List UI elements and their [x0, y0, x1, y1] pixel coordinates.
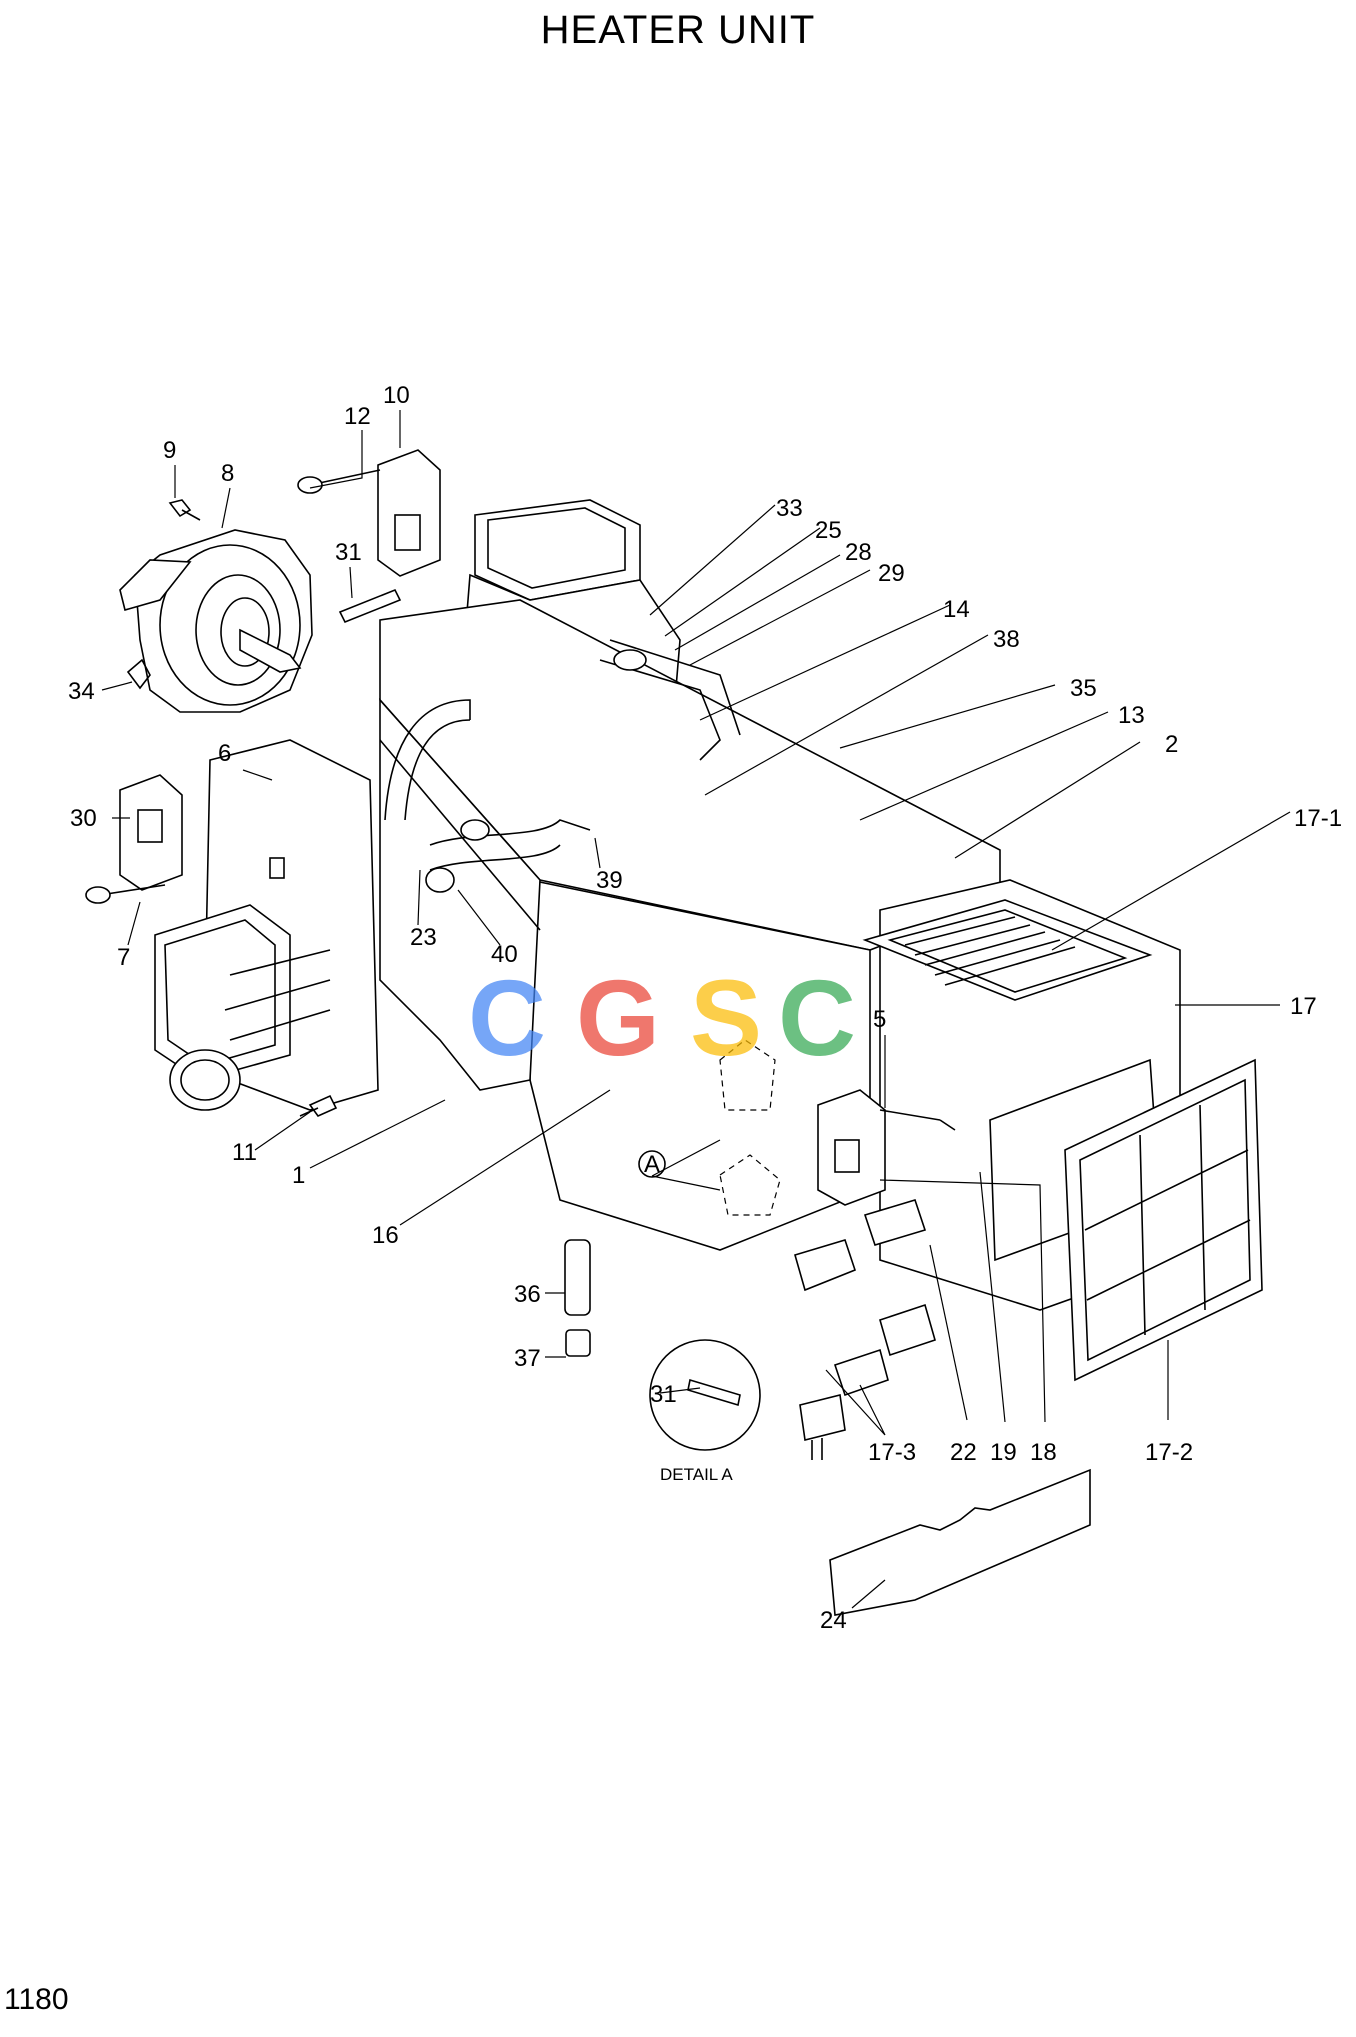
- heater-hoses-part: [384, 639, 741, 893]
- callout-24: 24: [820, 1607, 847, 1634]
- callout-11: 11: [232, 1139, 257, 1166]
- callout-29: 29: [878, 560, 905, 587]
- callout-36: 36: [514, 1281, 541, 1308]
- callout-25: 25: [815, 517, 842, 544]
- blower-housing-part: [154, 649, 430, 1111]
- callout-8: 8: [221, 460, 234, 487]
- callout-31-detail: 31: [650, 1381, 677, 1408]
- callout-17-2: 17-2: [1145, 1439, 1193, 1466]
- callout-12: 12: [344, 403, 371, 430]
- callout-22: 22: [950, 1439, 977, 1466]
- callout-35: 35: [1070, 675, 1097, 702]
- callout-14: 14: [943, 596, 970, 623]
- link-31-part: [338, 588, 402, 624]
- watermark-letter: C: [778, 957, 856, 1078]
- callout-19: 19: [990, 1439, 1017, 1466]
- detail-a-caption: DETAIL A: [660, 1465, 733, 1484]
- callout-labels: 9 8 10 12 31 34 6 30 7 11 1 16 23 40 39 …: [68, 382, 1342, 1634]
- callout-9: 9: [163, 437, 176, 464]
- page-number: 1180: [4, 1983, 69, 2016]
- svg-text:A: A: [644, 1151, 660, 1178]
- detail-a-marker: A: [638, 1039, 781, 1216]
- callout-23: 23: [410, 924, 437, 951]
- callout-18: 18: [1030, 1439, 1057, 1466]
- callout-30: 30: [70, 805, 97, 832]
- callout-7: 7: [117, 944, 130, 971]
- actuator-30-part: [85, 774, 183, 904]
- callout-10: 10: [383, 382, 410, 409]
- callout-34: 34: [68, 678, 95, 705]
- callout-17-1: 17-1: [1294, 805, 1342, 832]
- watermark-letter: G: [576, 957, 660, 1078]
- callout-13: 13: [1118, 702, 1145, 729]
- connectors-17-3-part: [794, 1199, 936, 1460]
- actuator-10-part: [297, 449, 441, 577]
- callout-5: 5: [873, 1006, 886, 1033]
- callout-33: 33: [776, 495, 803, 522]
- cap-37-part: [565, 1329, 591, 1357]
- heater-case-part: [379, 599, 1001, 1251]
- leader-lines: [101, 410, 1291, 1609]
- watermark-letter: C: [468, 957, 546, 1078]
- watermark: C G S C: [468, 957, 856, 1078]
- tube-36-part: [564, 1239, 591, 1316]
- page-title: HEATER UNIT: [540, 8, 816, 52]
- callout-31: 31: [335, 539, 362, 566]
- callout-16: 16: [372, 1222, 399, 1249]
- callout-39: 39: [596, 867, 623, 894]
- screw-9-part: [168, 499, 201, 521]
- callout-38: 38: [993, 626, 1020, 653]
- filter-screen-part: [1064, 1058, 1263, 1382]
- blower-motor-part: [119, 529, 313, 713]
- pad-24-part: [829, 1468, 1091, 1616]
- callout-17-3: 17-3: [868, 1439, 916, 1466]
- callout-1: 1: [292, 1162, 305, 1189]
- actuator-5-part: [817, 1089, 956, 1206]
- callout-28: 28: [845, 539, 872, 566]
- callout-37: 37: [514, 1345, 541, 1372]
- callout-17: 17: [1290, 993, 1317, 1020]
- detail-a-inset: [649, 1339, 761, 1451]
- callout-40: 40: [491, 941, 518, 968]
- watermark-letter: S: [690, 957, 762, 1078]
- callout-2: 2: [1165, 731, 1178, 758]
- callout-6: 6: [218, 740, 231, 767]
